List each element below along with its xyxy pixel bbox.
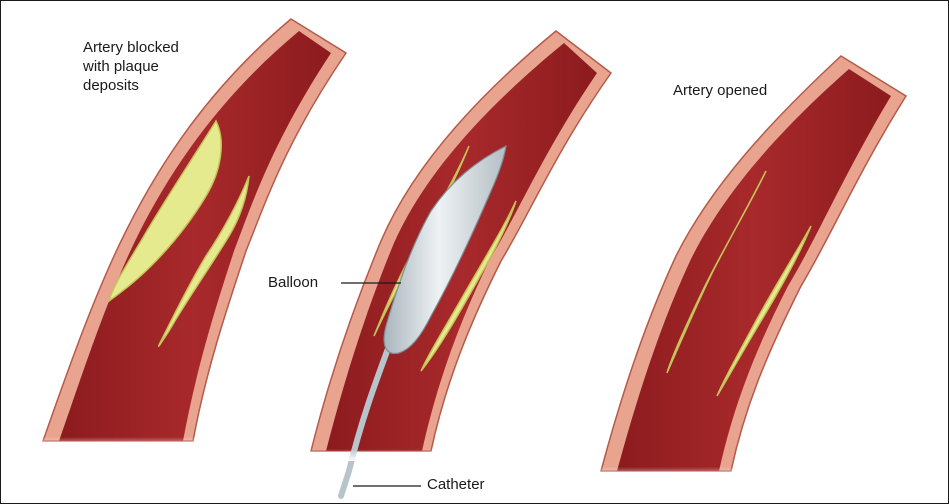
label-catheter: Catheter	[427, 475, 485, 494]
label-artery-blocked-line1: Artery blocked	[83, 38, 179, 57]
label-balloon: Balloon	[268, 273, 318, 292]
label-artery-blocked-line3: deposits	[83, 76, 179, 95]
label-artery-opened: Artery opened	[673, 81, 767, 100]
label-artery-blocked-line2: with plaque	[83, 57, 179, 76]
label-artery-blocked: Artery blocked with plaque deposits	[83, 38, 179, 95]
artery-opened-lumen	[617, 69, 891, 471]
artery-opened	[591, 31, 948, 481]
artery-balloon	[301, 11, 641, 496]
